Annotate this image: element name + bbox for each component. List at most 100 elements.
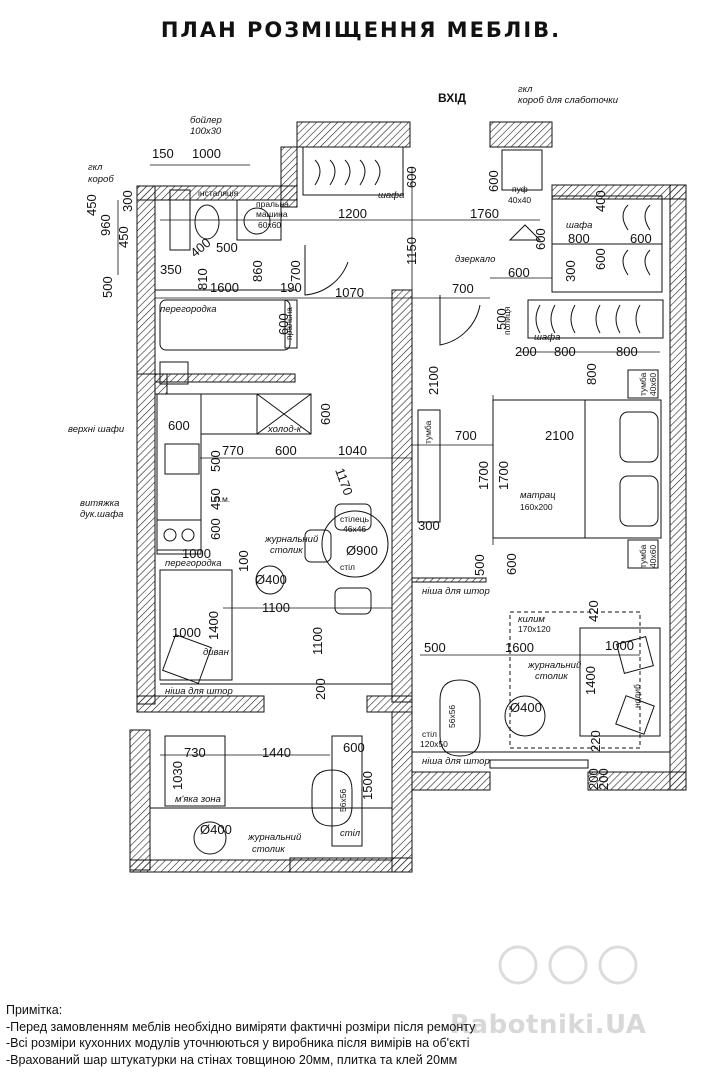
- dim-text: 700: [288, 260, 303, 282]
- myaka-zona-label: м'яка зона: [175, 794, 221, 805]
- dim-text: 200: [586, 768, 601, 790]
- floor-plan: ВХІД гкл короб для слаботочки бойлер 100…: [68, 84, 687, 873]
- boiler-label: бойлер: [190, 115, 222, 126]
- dim-text: 600: [318, 403, 333, 425]
- tumba-bot-size-label: 40x60: [648, 545, 658, 568]
- washer-size-label: 60x60: [258, 220, 281, 230]
- dim-text: 56x56: [447, 705, 457, 728]
- zhurn-kitchen-label: журнальний: [264, 534, 319, 545]
- dim-text: 450: [84, 194, 99, 216]
- watermark-text: Rabotniki.UA: [450, 1010, 647, 1040]
- dim-text: 1600: [210, 280, 239, 295]
- dim-text: 1070: [335, 285, 364, 300]
- gkl-top-label: гкл: [518, 84, 533, 95]
- entrance-label: ВХІД: [438, 91, 467, 105]
- dim-text: 2100: [426, 366, 441, 395]
- zhurn-room-label: журнальний: [527, 660, 582, 671]
- dim-text: 1000: [605, 638, 634, 653]
- kholodylnyk-label: холод-к: [267, 424, 302, 435]
- dim-text: 1150: [404, 237, 419, 265]
- dim-text: 800: [584, 363, 599, 385]
- dim-text: 420: [586, 600, 601, 622]
- dim-text: 600: [630, 231, 652, 246]
- stil-round-label: стіл: [340, 562, 355, 572]
- dim-text: 1440: [262, 745, 291, 760]
- shafa-bed-label: шафа: [534, 332, 560, 343]
- dim-text: 300: [563, 260, 578, 282]
- dim-text: 1400: [583, 666, 598, 695]
- dim-text: 600: [276, 313, 291, 335]
- zhurn-kitchen2-label: столик: [270, 545, 303, 556]
- dim-text: 2100: [545, 428, 574, 443]
- washer-label: пральна: [256, 199, 289, 209]
- dim-text: 700: [452, 281, 474, 296]
- dim-text: 220: [588, 730, 603, 752]
- peregorodka-bath-label: перегородка: [160, 304, 217, 315]
- zhurn-balc-label: журнальний: [247, 832, 302, 843]
- tumba-top-label: тумба: [638, 372, 648, 396]
- dim-text: 1500: [360, 771, 375, 800]
- dim-text: 500: [208, 450, 223, 472]
- zhurn-room2-label: столик: [535, 671, 568, 682]
- nogyb-label: нодиб: [632, 684, 642, 708]
- watermark-icons: [498, 945, 638, 985]
- installation-label: інсталяція: [198, 188, 239, 198]
- washer2-label: машина: [256, 209, 288, 219]
- dim-text: 860: [250, 260, 265, 282]
- tumba-top-size-label: 40x60: [648, 373, 658, 396]
- tumba-bot-label: тумба: [638, 544, 648, 568]
- vytiazhka2-label: дук.шафа: [80, 509, 123, 520]
- dim-text: Ø400: [255, 572, 287, 587]
- dim-text: 500: [472, 554, 487, 576]
- walls: [129, 121, 687, 873]
- shafa-right-label: шафа: [566, 220, 592, 231]
- plan-title: ПЛАН РОЗМІЩЕННЯ МЕБЛІВ.: [160, 18, 562, 42]
- dim-text: 700: [455, 428, 477, 443]
- pm-label: п.м.: [215, 494, 230, 504]
- dim-text: Ø900: [346, 543, 378, 558]
- matrats-size-label: 160x200: [520, 502, 553, 512]
- nish-room-label: ніша для штор: [422, 756, 490, 767]
- dim-text: 500: [216, 240, 238, 255]
- dim-text: 960: [98, 214, 113, 236]
- kylym-size-label: 170x120: [518, 624, 551, 634]
- peregorodka-kitchen-label: перегородка: [165, 558, 222, 569]
- stil-room-label: стіл: [422, 729, 437, 739]
- dim-text: 200: [515, 344, 537, 359]
- polytsia-label: полиця: [502, 306, 512, 335]
- dim-text: 600: [593, 248, 608, 270]
- dim-text: 730: [184, 745, 206, 760]
- stilets-size-label: 46x46: [343, 524, 366, 534]
- dim-text: 600: [168, 418, 190, 433]
- dim-text: 1760: [470, 206, 499, 221]
- boiler-size-label: 100x30: [190, 126, 222, 137]
- dim-text: Ø400: [510, 700, 542, 715]
- dzerkalo-label: дзеркало: [455, 254, 495, 265]
- dimension-lines: [117, 164, 660, 756]
- dim-text: 1200: [338, 206, 367, 221]
- pralnia-label: пральна: [284, 307, 294, 340]
- dim-text: 600: [504, 553, 519, 575]
- dim-text: 450: [116, 226, 131, 248]
- dim-text: 300: [418, 518, 440, 533]
- notes-line: -Врахований шар штукатурки на стінах тов…: [6, 1052, 458, 1067]
- dim-text: 600: [208, 518, 223, 540]
- dim-text: 500: [100, 276, 115, 298]
- dim-text: 400: [593, 190, 608, 212]
- dim-text: 150: [152, 146, 174, 161]
- dim-text: 600: [533, 228, 548, 250]
- stil-balc-label: стіл: [340, 828, 361, 839]
- stil-room-size-label: 120x50: [420, 739, 448, 749]
- dim-text: 300: [120, 190, 135, 212]
- stilets-label: стілець: [340, 514, 370, 524]
- dim-text: 450: [208, 488, 223, 510]
- dim-text: Ø400: [200, 822, 232, 837]
- korob-slab-label: короб для слаботочки: [518, 95, 619, 106]
- kylym-label: килим: [518, 614, 545, 625]
- dim-text: 600: [486, 170, 501, 192]
- dim-text: 600: [404, 166, 419, 188]
- dim-text: 1100: [310, 627, 325, 655]
- dim-text: 1030: [170, 761, 185, 790]
- dim-text: 1040: [338, 443, 367, 458]
- dim-text: 600: [508, 265, 530, 280]
